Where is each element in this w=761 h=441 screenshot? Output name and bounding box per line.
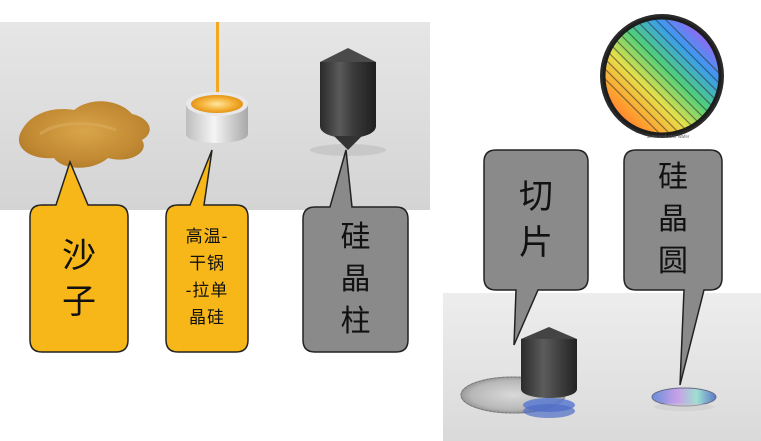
ingot-label: 硅 晶 柱 [303, 207, 408, 352]
silicon-wafer-illustration [598, 12, 726, 140]
top-process-photo [0, 22, 430, 210]
sand-pile [19, 101, 150, 167]
bottom-process-illustration [443, 293, 761, 441]
slicing-label: 切 片 [484, 150, 588, 290]
wafer-image-caption: Semiconductor Wafer [608, 134, 728, 139]
ingot-being-sliced [521, 327, 577, 418]
wafer-disc [652, 388, 716, 411]
sand-label: 沙 子 [30, 205, 128, 352]
top-process-illustration [0, 22, 430, 210]
wafer-image [598, 12, 726, 140]
wafer-label: 硅 晶 圆 [624, 150, 722, 290]
silicon-ingot [310, 48, 386, 156]
crucible-label: 高温- 干锅 -拉单 晶硅 [166, 208, 248, 348]
crucible [186, 22, 248, 143]
bottom-process-photo [443, 293, 761, 441]
